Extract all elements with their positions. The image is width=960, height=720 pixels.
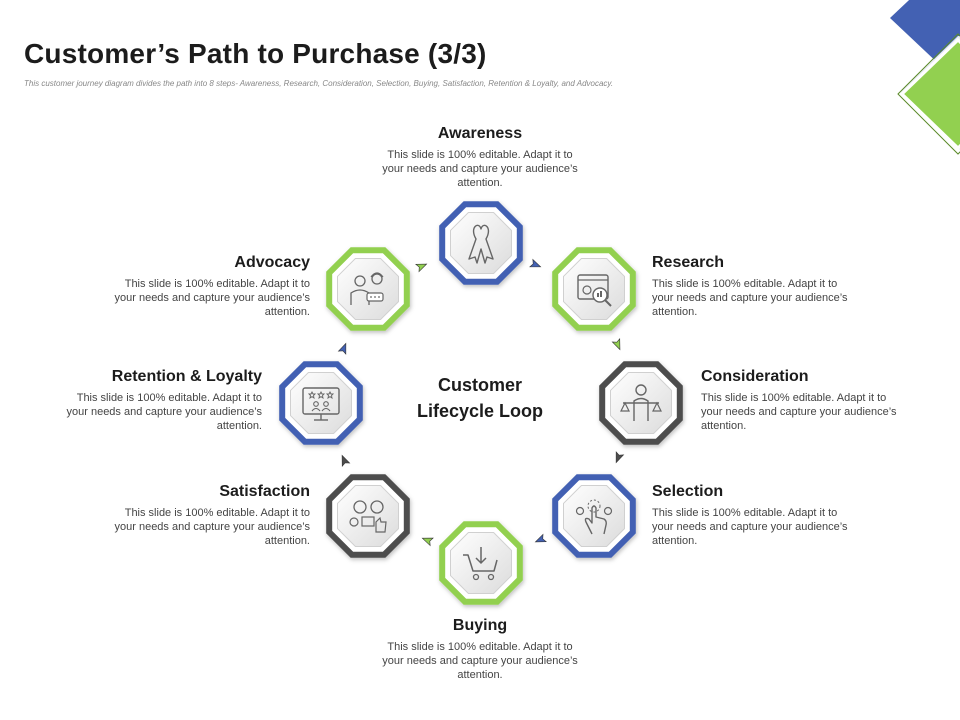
step-title-consideration: Consideration [701, 368, 809, 385]
connector-arrow [615, 451, 625, 464]
hand-tap-icon [575, 499, 613, 535]
step-title-retention-loyalty: Retention & Loyalty [111, 368, 262, 385]
step-desc-selection: This slide is 100% editable. Adapt it to… [652, 507, 848, 547]
data-analysis-icon [577, 274, 612, 307]
node-inner [290, 372, 352, 434]
step-title-buying: Buying [452, 617, 508, 634]
step-desc-satisfaction: This slide is 100% editable. Adapt it to… [114, 507, 311, 547]
ribbon-icon [468, 224, 494, 264]
node-inner [337, 485, 399, 547]
connector-arrow [534, 533, 547, 543]
step-node-selection [552, 474, 636, 558]
step-title-research: Research [652, 254, 725, 271]
step-title-satisfaction: Satisfaction [219, 483, 310, 500]
step-title-awareness: Awareness [437, 125, 523, 142]
connector-arrow [611, 338, 621, 351]
node-inner [337, 258, 399, 320]
step-title-selection: Selection [652, 483, 724, 500]
connector-arrow [421, 537, 434, 547]
page-subtitle: This customer journey diagram divides th… [24, 79, 614, 88]
step-node-buying [439, 521, 523, 605]
step-nodes [279, 201, 683, 605]
step-desc-retention-loyalty: This slide is 100% editable. Adapt it to… [66, 392, 263, 432]
step-node-awareness [439, 201, 523, 285]
step-desc-research: This slide is 100% editable. Adapt it to… [652, 278, 848, 318]
step-node-consideration [599, 361, 683, 445]
connector-arrow [415, 263, 428, 273]
step-title-advocacy: Advocacy [234, 254, 310, 271]
step-desc-consideration: This slide is 100% editable. Adapt it to… [701, 392, 897, 432]
connector-arrow [341, 454, 351, 467]
balance-person-icon [620, 384, 662, 421]
cart-icon [463, 547, 498, 581]
step-node-retention-loyalty [279, 361, 363, 445]
node-inner [563, 485, 625, 547]
feedback-icon [349, 500, 387, 533]
connector-arrow [337, 342, 347, 355]
rating-screen-icon [302, 387, 340, 421]
center-label-line2: Lifecycle Loop [416, 401, 544, 421]
step-desc-awareness: This slide is 100% editable. Adapt it to… [382, 149, 578, 189]
step-node-satisfaction [326, 474, 410, 558]
connector-arrow [529, 258, 542, 268]
connector-arrows [337, 258, 625, 547]
node-inner [450, 212, 512, 274]
center-label: Customer Lifecycle Loop [400, 372, 560, 424]
page-title: Customer’s Path to Purchase (3/3) [24, 38, 487, 69]
step-desc-advocacy: This slide is 100% editable. Adapt it to… [114, 278, 311, 318]
step-desc-buying: This slide is 100% editable. Adapt it to… [382, 641, 578, 681]
node-inner [563, 258, 625, 320]
step-node-advocacy [326, 247, 410, 331]
step-node-research [552, 247, 636, 331]
people-talking-icon [350, 272, 384, 305]
center-label-line1: Customer [437, 375, 522, 395]
